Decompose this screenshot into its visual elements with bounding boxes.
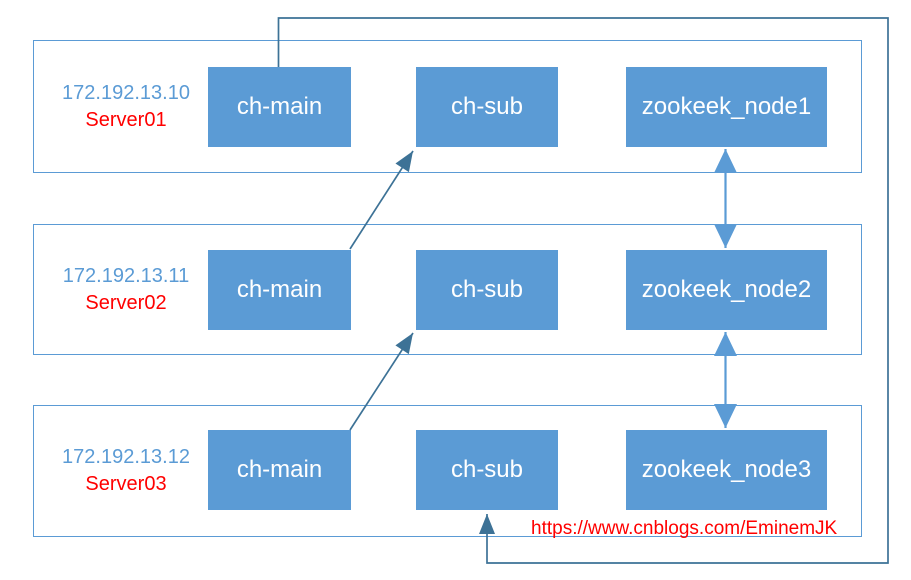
- server01-ip-text: 172.192.13.10: [62, 81, 190, 104]
- server02-node-ch-main: ch-main: [208, 250, 351, 330]
- server02-node-ch-sub: ch-sub: [416, 250, 558, 330]
- server03-ip-text: 172.192.13.12: [62, 446, 190, 469]
- watermark-link: https://www.cnblogs.com/EminemJK: [531, 518, 838, 539]
- server-box-01: 172.192.13.10 Server01 ch-main ch-sub zo…: [33, 40, 862, 173]
- server02-node-zookeeper-2: zookeek_node2: [626, 250, 827, 330]
- server-box-02: 172.192.13.11 Server02 ch-main ch-sub zo…: [33, 224, 862, 355]
- server03-node-zookeeper-3: zookeek_node3: [626, 430, 827, 510]
- server01-node-ch-main: ch-main: [208, 67, 351, 147]
- server03-label: 172.192.13.12 Server03: [42, 406, 210, 536]
- server01-node-ch-sub: ch-sub: [416, 67, 558, 147]
- server03-node-ch-main: ch-main: [208, 430, 351, 510]
- server01-name-text: Server01: [85, 108, 167, 131]
- server03-name-text: Server03: [85, 473, 167, 495]
- server01-label: 172.192.13.10 Server01: [42, 41, 210, 172]
- server02-ip-text: 172.192.13.11: [62, 264, 190, 287]
- server02-label: 172.192.13.11 Server02: [42, 225, 210, 354]
- server01-node-zookeeper-1: zookeek_node1: [626, 67, 827, 147]
- server03-node-ch-sub: ch-sub: [416, 430, 558, 510]
- server02-name-text: Server02: [85, 291, 167, 314]
